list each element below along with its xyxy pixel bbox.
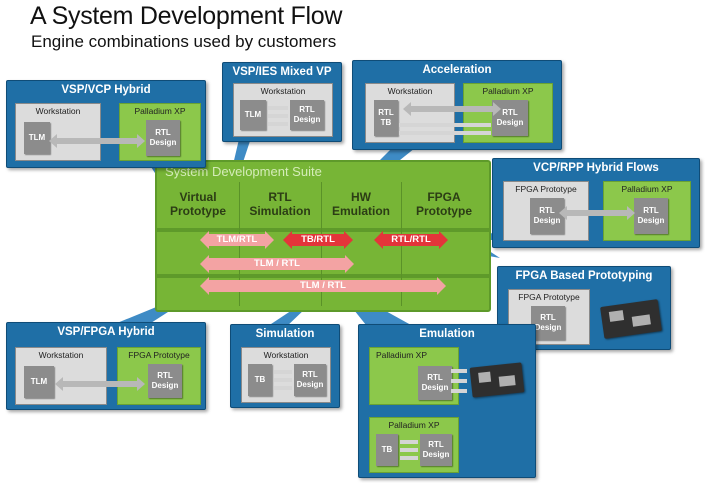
workstation-box: Workstation TB RTL Design — [241, 347, 331, 403]
fpga-prototype-box: FPGA Prototype RTL Design — [503, 181, 589, 241]
box-label: Palladium XP — [388, 420, 440, 430]
suite-stripe-1 — [157, 228, 489, 232]
connector-bar — [400, 448, 418, 452]
tb-chip: TB — [248, 364, 272, 396]
column-label-line1: Virtual — [179, 190, 217, 204]
panel-simulation: Simulation Workstation TB RTL Design — [230, 324, 340, 408]
box-label: FPGA Prototype — [515, 184, 577, 194]
column-label-line1: FPGA — [427, 190, 461, 204]
bidirectional-arrow — [403, 102, 501, 116]
flow-tlm-rtl-mid: TLM / RTL — [200, 255, 354, 273]
connector-bar — [451, 389, 467, 393]
flow-rtl-rtl: RTL/RTL — [374, 231, 448, 249]
workstation-box: Workstation TLM RTL Design — [233, 83, 333, 137]
rtl-design-chip: RTL Design — [290, 100, 324, 130]
box-label: Palladium XP — [482, 86, 534, 96]
rtl-design-chip: RTL Design — [148, 364, 182, 398]
panel-title: VSP/FPGA Hybrid — [57, 326, 155, 338]
fpga-board-image — [600, 299, 662, 339]
emulation-board-image — [469, 362, 525, 398]
panel-title: Simulation — [255, 328, 315, 340]
connector-bar — [451, 369, 467, 373]
panel-title: Acceleration — [422, 64, 492, 76]
panel-vsp-ies-mixed-vp: VSP/IES Mixed VP Workstation TLM RTL Des… — [222, 62, 342, 142]
connector-bar — [400, 440, 418, 444]
column-label-line2: Simulation — [249, 204, 311, 218]
box-label: Workstation — [38, 350, 84, 360]
flow-tb-rtl: TB/RTL — [283, 231, 353, 249]
connector-bar — [399, 123, 491, 127]
panel-vsp-vcp-hybrid: VSP/VCP Hybrid Workstation TLM Palladium… — [6, 80, 206, 168]
box-label: Workstation — [35, 106, 81, 116]
bidirectional-arrow — [559, 206, 635, 220]
rtl-design-chip: RTL Design — [146, 120, 180, 156]
workstation-box: Workstation TLM — [15, 347, 107, 405]
palladium-xp-box: Palladium XP RTL Design — [119, 103, 201, 161]
rtl-design-chip: RTL Design — [420, 434, 452, 466]
panel-title: VSP/VCP Hybrid — [61, 84, 151, 96]
tb-chip: TB — [376, 434, 398, 466]
rtl-design-chip: RTL Design — [294, 364, 326, 396]
panel-title: FPGA Based Prototyping — [515, 270, 653, 282]
box-label: Palladium XP — [376, 350, 428, 360]
panel-title: VCP/RPP Hybrid Flows — [533, 162, 659, 174]
tlm-chip: TLM — [240, 100, 266, 130]
connector-bar — [268, 106, 288, 110]
page-subtitle: Engine combinations used by customers — [31, 32, 337, 51]
column-label-line2: Prototype — [415, 204, 472, 218]
panel-vcp-rpp-hybrid-flows: VCP/RPP Hybrid Flows FPGA Prototype RTL … — [492, 158, 700, 248]
fpga-prototype-box: FPGA Prototype RTL Design — [117, 347, 201, 405]
rtl-design-chip: RTL Design — [634, 198, 668, 234]
panel-acceleration: Acceleration Workstation RTL TB Palladiu… — [352, 60, 562, 150]
flow-tlm-rtl-long: TLM / RTL — [200, 277, 446, 295]
system-development-suite: System Development Suite Virtual Prototy… — [155, 160, 491, 312]
box-label: Workstation — [263, 350, 309, 360]
column-label-line1: RTL — [268, 190, 292, 204]
bidirectional-arrow — [55, 377, 145, 391]
rtl-design-chip: RTL Design — [531, 306, 565, 340]
page-title: A System Development Flow — [30, 2, 343, 30]
box-label: Palladium XP — [621, 184, 673, 194]
connector-bar — [268, 122, 288, 126]
connector-bar — [268, 114, 288, 118]
tlm-chip: TLM — [24, 122, 50, 154]
column-label-line2: Prototype — [169, 204, 226, 218]
rtl-tb-chip: RTL TB — [374, 100, 398, 136]
connector-bar — [400, 456, 418, 460]
box-label: FPGA Prototype — [128, 350, 190, 360]
panel-emulation: Emulation Palladium XP RTL Design Pallad… — [358, 324, 536, 478]
panel-title: VSP/IES Mixed VP — [232, 66, 332, 78]
box-label: Workstation — [387, 86, 433, 96]
palladium-xp-box: Palladium XP RTL Design — [603, 181, 691, 241]
box-label: FPGA Prototype — [518, 292, 580, 302]
palladium-xp-box: Palladium XP RTL Design — [369, 347, 459, 405]
box-label: Palladium XP — [134, 106, 186, 116]
panel-title: Emulation — [419, 328, 475, 340]
column-label-line1: HW — [351, 190, 371, 204]
flow-tlm-rtl: TLM/RTL — [200, 231, 274, 249]
suite-column-fpga-prototype: FPGA Prototype — [401, 182, 487, 306]
connector-bar — [274, 386, 292, 390]
workstation-box: Workstation TLM — [15, 103, 101, 161]
suite-stripe-2 — [157, 274, 489, 278]
connector-bar — [274, 370, 292, 374]
box-label: Workstation — [260, 86, 306, 96]
connector-bar — [451, 379, 467, 383]
rtl-design-chip: RTL Design — [530, 198, 564, 234]
column-label-line2: Emulation — [331, 204, 390, 218]
bidirectional-arrow — [49, 134, 145, 148]
tlm-chip: TLM — [24, 366, 54, 398]
connector-bar — [399, 131, 491, 135]
palladium-xp-box-bottom: Palladium XP TB RTL Design — [369, 417, 459, 473]
panel-vsp-fpga-hybrid: VSP/FPGA Hybrid Workstation TLM FPGA Pro… — [6, 322, 206, 410]
rtl-design-chip: RTL Design — [418, 366, 452, 400]
connector-bar — [274, 378, 292, 382]
